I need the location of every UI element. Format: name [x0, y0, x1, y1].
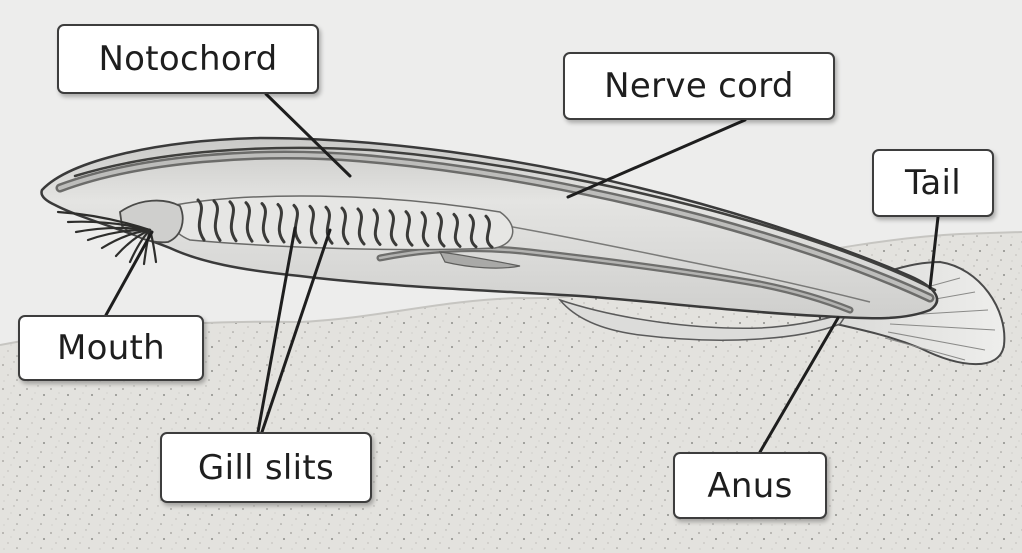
gill-slit	[484, 214, 494, 249]
label-mouth: Mouth	[18, 315, 204, 381]
gill-slit	[212, 199, 222, 242]
gill-slit	[292, 203, 302, 244]
gill-slit	[308, 204, 318, 245]
leader-mouth	[104, 230, 154, 317]
oral-cirri	[56, 210, 158, 266]
gill-slit	[196, 198, 206, 242]
label-gill-slits-text: Gill slits	[197, 447, 335, 488]
pharynx	[169, 195, 514, 251]
label-mouth-text: Mouth	[56, 328, 166, 368]
gill-slit	[324, 205, 334, 245]
gill-slit	[468, 213, 478, 249]
leader-tail	[928, 215, 940, 290]
gill-slit	[372, 208, 382, 246]
label-nerve-cord: Nerve cord	[563, 52, 835, 120]
oral-cirrus	[114, 228, 152, 258]
gill-slit	[276, 203, 286, 244]
gill-slit	[388, 209, 398, 247]
label-notochord-text: Notochord	[98, 39, 278, 79]
label-anus-text: Anus	[707, 465, 793, 506]
leader-lines	[104, 92, 940, 454]
gill-slits	[196, 198, 494, 249]
leader-notochord	[264, 92, 352, 178]
gill-slit	[228, 200, 238, 243]
gill-slit	[404, 210, 414, 247]
label-gill-slits: Gill slits	[160, 432, 372, 503]
label-nerve-cord-text: Nerve cord	[604, 66, 794, 106]
oral-cirrus	[128, 228, 152, 264]
gill-slit	[356, 207, 366, 246]
label-anus: Anus	[673, 452, 827, 519]
label-tail: Tail	[872, 149, 994, 217]
hepatic-caecum	[438, 251, 521, 269]
leader-nerve-cord	[566, 118, 747, 199]
notochord-core	[58, 153, 932, 300]
leader-anus	[758, 316, 840, 454]
gill-slit	[260, 202, 270, 244]
gill-slit	[244, 201, 254, 243]
leader-gill-2	[260, 228, 332, 434]
gill-slit	[452, 212, 462, 248]
leader-gill-1	[256, 226, 297, 434]
label-tail-text: Tail	[904, 163, 962, 203]
gill-slit	[436, 212, 446, 248]
label-notochord: Notochord	[57, 24, 319, 94]
gill-slit	[420, 211, 430, 248]
nerve-cord-line	[73, 146, 937, 292]
gill-slit	[340, 206, 350, 246]
